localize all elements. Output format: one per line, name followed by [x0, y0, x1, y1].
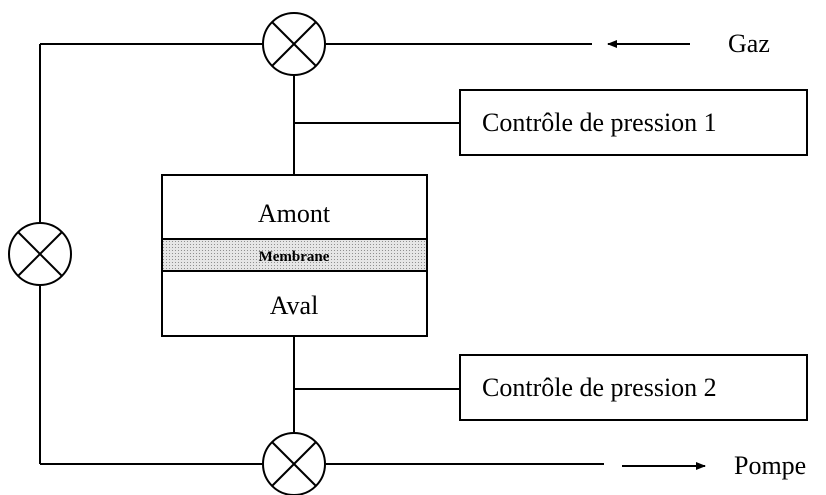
pressure-control-2-label: Contrôle de pression 2: [482, 373, 717, 402]
membrane-layer: [161, 238, 428, 272]
valve-top-icon: [262, 12, 326, 76]
upstream-label: Amont: [258, 199, 331, 228]
valve-bypass-icon: [8, 222, 72, 286]
pump-outlet-label: Pompe: [734, 451, 806, 480]
gas-inlet-label: Gaz: [728, 29, 770, 58]
downstream-label: Aval: [270, 291, 319, 320]
valve-bottom-icon: [262, 432, 326, 495]
membrane-label: Membrane: [259, 249, 330, 265]
pressure-control-2-box: [459, 354, 808, 421]
membrane-cell: Amont Membrane Aval: [161, 174, 428, 337]
pressure-control-1-label: Contrôle de pression 1: [482, 108, 717, 137]
pressure-control-1-box: [459, 89, 808, 156]
